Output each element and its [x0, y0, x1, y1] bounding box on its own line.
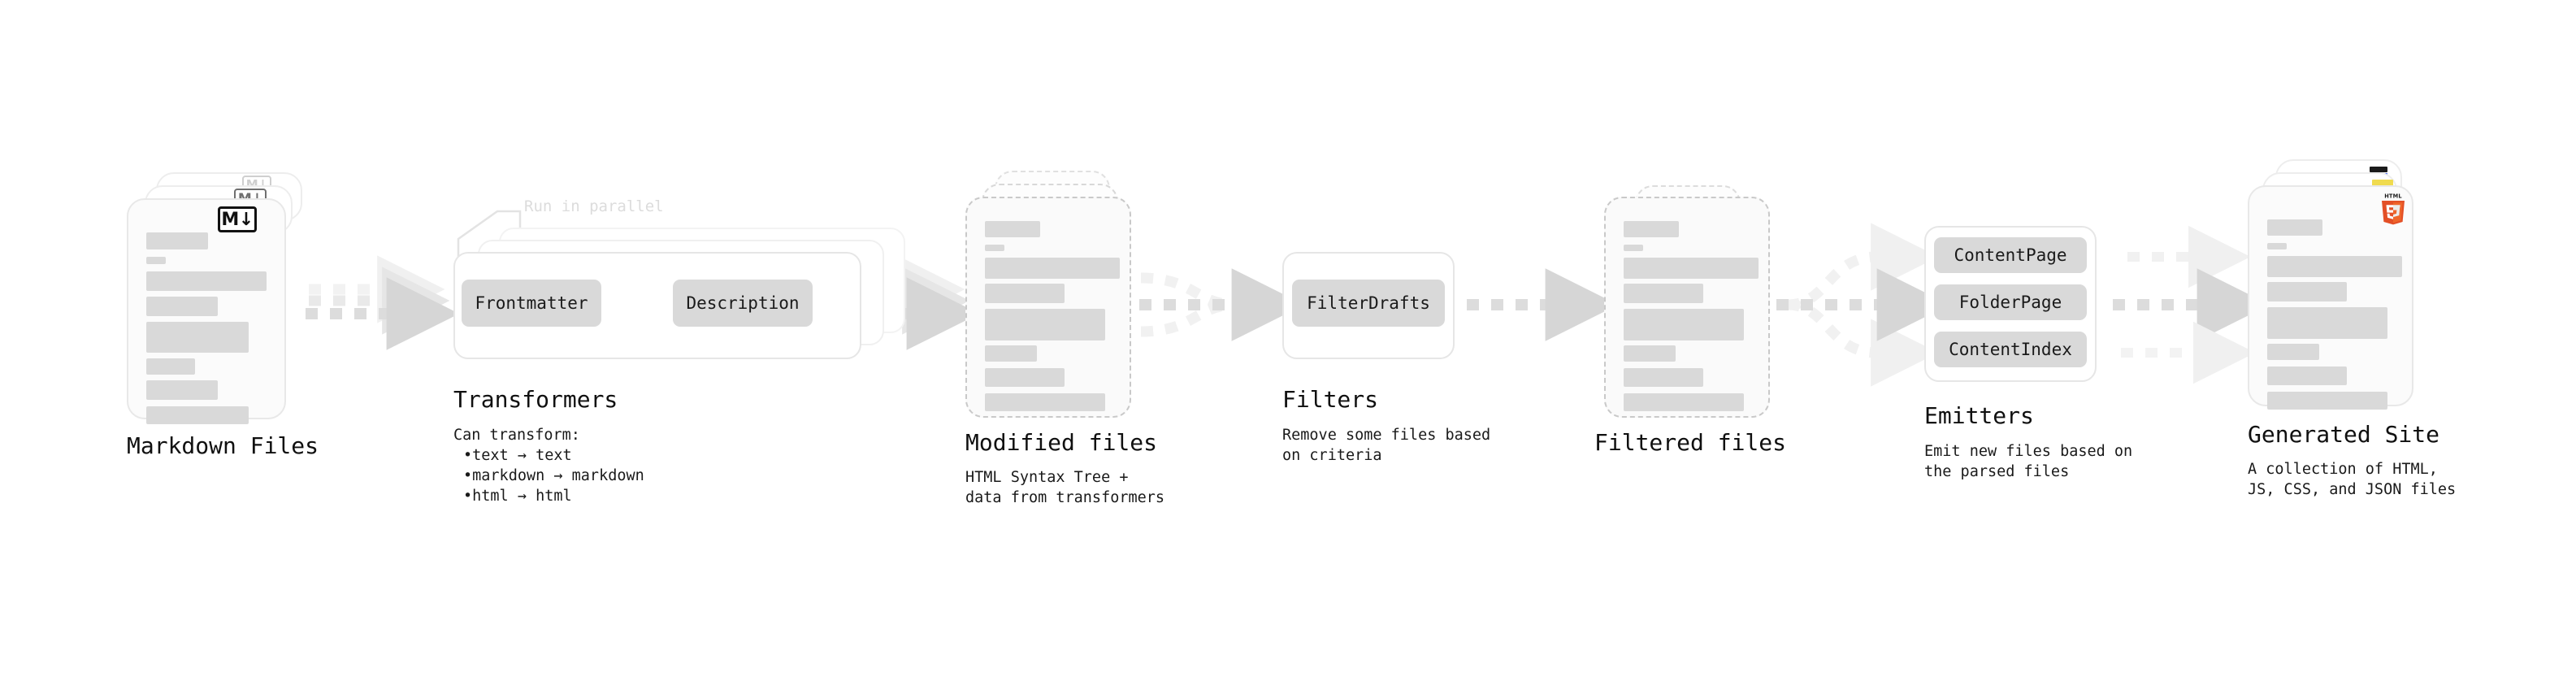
doc-bar	[1624, 309, 1744, 340]
connector-filtered-to-emitters	[1776, 223, 1950, 387]
filtered-file-card[interactable]	[1604, 197, 1770, 418]
stage-desc-filters: Remove some files based on criteria	[1282, 427, 1491, 464]
doc-bar	[2267, 344, 2319, 360]
stage-title-generated-site: Generated Site	[2248, 421, 2440, 448]
transform-rule-0: text → text	[472, 447, 572, 464]
doc-bar	[146, 406, 249, 424]
doc-bar	[985, 368, 1065, 387]
doc-bar	[985, 393, 1105, 411]
doc-bar	[146, 358, 195, 375]
transformer-pill-description[interactable]: Description	[673, 280, 813, 327]
generated-site-card[interactable]	[2248, 185, 2413, 410]
transform-rule-2: html → html	[472, 488, 572, 505]
emitters-pill-folderpage[interactable]: FolderPage	[1934, 284, 2087, 320]
doc-bar	[985, 284, 1065, 303]
doc-bar	[2267, 219, 2322, 236]
connector-emitters-to-site	[2113, 225, 2270, 384]
doc-bar	[985, 258, 1120, 279]
doc-bar	[146, 271, 267, 291]
stage-title-markdown-files: Markdown Files	[127, 432, 319, 459]
doc-bar	[985, 309, 1105, 340]
doc-bar	[1624, 221, 1679, 237]
markdown-file-card[interactable]	[127, 198, 286, 424]
stage-title-filtered-files: Filtered files	[1594, 429, 1787, 456]
doc-bar	[985, 221, 1040, 237]
stage-desc-modified-files: HTML Syntax Tree + data from transformer…	[965, 469, 1165, 506]
doc-bar	[146, 322, 249, 353]
svg-text:HTML: HTML	[2384, 193, 2402, 200]
doc-bar	[146, 380, 218, 400]
run-in-parallel-bracket	[457, 210, 522, 262]
doc-bar	[2267, 256, 2402, 277]
doc-bar	[2267, 282, 2347, 301]
stage-title-modified-files: Modified files	[965, 429, 1158, 456]
stage-desc-generated-site: A collection of HTML, JS, CSS, and JSON …	[2248, 461, 2457, 498]
stage-desc-emitters: Emit new files based on the parsed files	[1924, 443, 2133, 480]
stage-title-transformers: Transformers	[453, 386, 618, 413]
doc-bar	[985, 345, 1037, 362]
doc-bar	[1624, 258, 1759, 279]
transform-rule-1: markdown → markdown	[472, 467, 644, 484]
modified-file-card[interactable]	[965, 197, 1131, 418]
connector-modified-to-filters	[1139, 268, 1305, 341]
doc-bar	[1624, 245, 1643, 251]
doc-bar	[146, 257, 166, 264]
html5-logo: HTML	[2382, 193, 2405, 225]
doc-bar	[985, 245, 1004, 251]
connector-markdown-to-transformers	[306, 255, 460, 350]
stage-desc-list-transformers: text → text markdown → markdown html → h…	[453, 445, 644, 506]
emitters-pill-contentindex[interactable]: ContentIndex	[1934, 332, 2087, 367]
doc-bar	[1624, 368, 1703, 387]
doc-bar	[146, 297, 218, 316]
doc-bar	[2267, 307, 2387, 339]
stage-desc-transformers: Can transform:	[453, 427, 580, 444]
markdown-badge: M↓	[218, 206, 257, 232]
doc-bar	[1624, 284, 1703, 303]
css-badge-text	[2370, 167, 2387, 172]
doc-bar	[2267, 243, 2287, 249]
doc-bar	[2267, 367, 2347, 385]
filters-pill-filterdrafts[interactable]: FilterDrafts	[1292, 280, 1445, 327]
stage-title-filters: Filters	[1282, 386, 1379, 413]
doc-bar	[1624, 393, 1744, 411]
annotation-run-in-parallel: Run in parallel	[524, 197, 664, 215]
doc-bar	[146, 232, 208, 249]
stage-title-emitters: Emitters	[1924, 402, 2034, 429]
doc-bar	[1624, 345, 1676, 362]
emitters-pill-contentpage[interactable]: ContentPage	[1934, 237, 2087, 273]
doc-bar	[2267, 392, 2387, 410]
transformer-pill-frontmatter[interactable]: Frontmatter	[462, 280, 601, 327]
